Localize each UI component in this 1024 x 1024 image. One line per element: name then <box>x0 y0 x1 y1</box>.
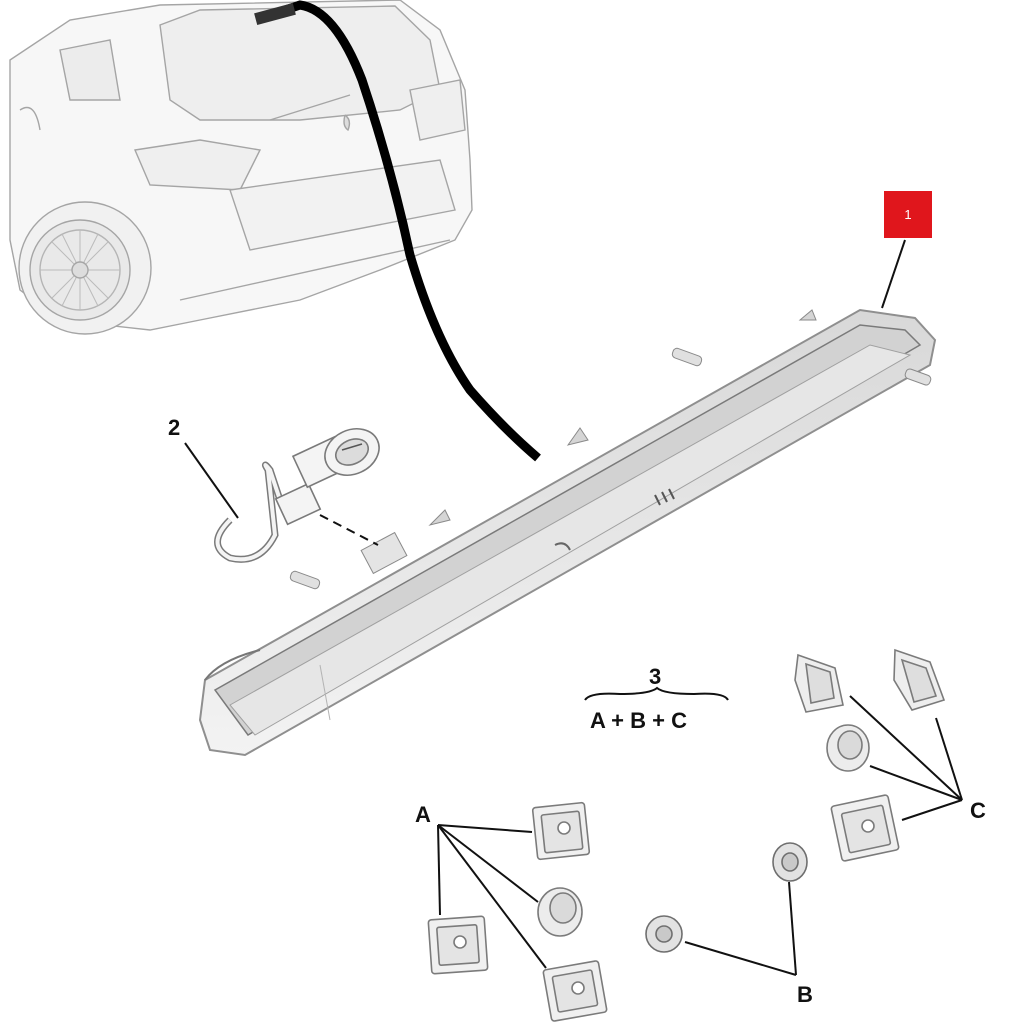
group-c-label: C <box>970 798 986 823</box>
part-1-badge: 1 <box>884 191 932 238</box>
part-1-leader <box>881 239 906 309</box>
group-c-leaders <box>849 695 963 821</box>
part-3-brace <box>584 686 729 701</box>
part-2-label: 2 <box>168 415 180 440</box>
grommet-b1 <box>772 842 808 882</box>
location-leader-line <box>260 0 541 462</box>
group-b-label: B <box>797 982 813 1007</box>
brake-lamp-assembly <box>198 308 937 757</box>
clip-nut-c <box>830 794 900 862</box>
part-3-label: 3 <box>649 664 661 689</box>
clip-nut-a1 <box>531 801 591 861</box>
lamp-on-car <box>254 3 296 25</box>
kit-formula: A + B + C <box>590 708 687 733</box>
part-2-leader <box>184 442 239 519</box>
grommet-a <box>537 887 583 937</box>
clip-c1 <box>794 653 844 713</box>
harness-dash-line <box>319 514 379 546</box>
clip-c2 <box>893 648 946 711</box>
part-1-label: 1 <box>904 207 912 222</box>
group-a-leaders <box>437 824 547 969</box>
car-illustration <box>9 0 473 335</box>
clip-nut-a3 <box>542 960 608 1022</box>
group-b-leaders <box>684 881 797 976</box>
grommet-b2 <box>645 915 683 953</box>
wiring-harness <box>214 428 380 563</box>
grommet-c <box>826 724 870 772</box>
group-a-label: A <box>415 802 431 827</box>
clip-nut-a2 <box>427 915 489 975</box>
